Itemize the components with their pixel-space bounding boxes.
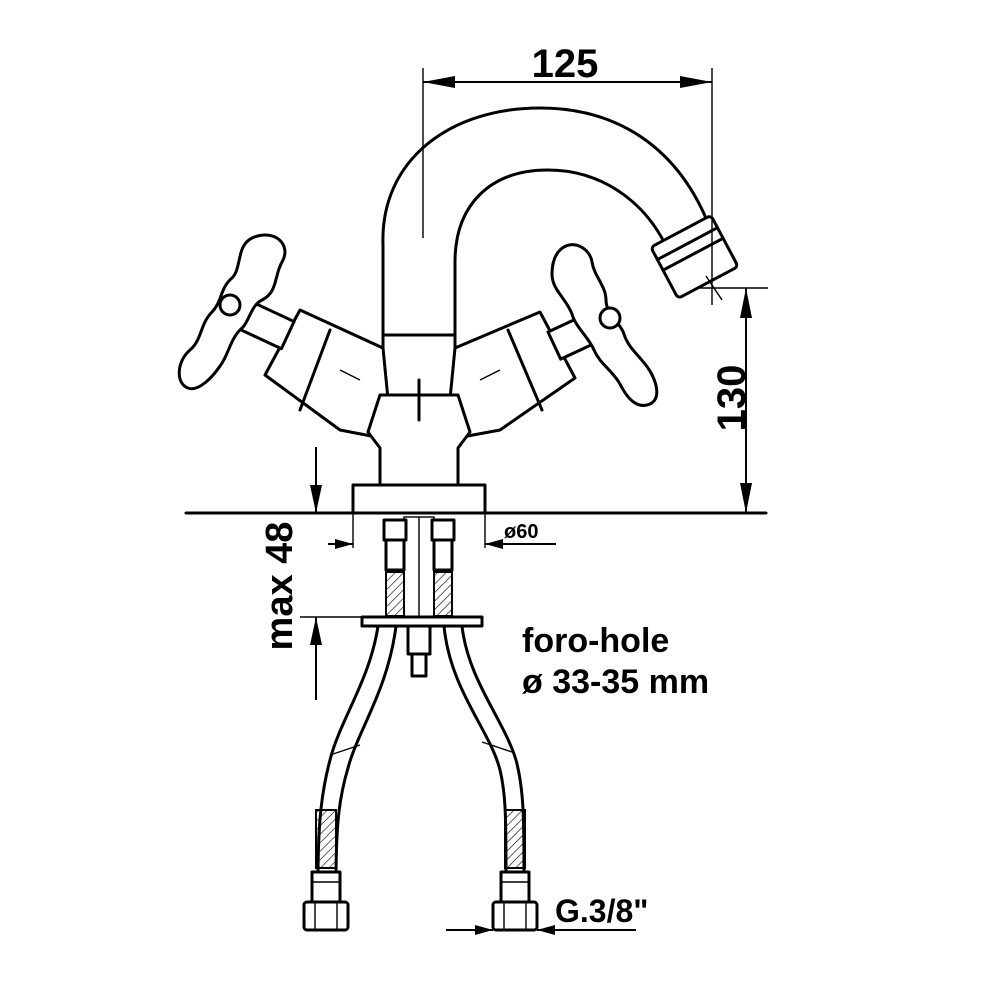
hole-note-line2: ø 33-35 mm [522, 663, 709, 701]
left-handle [177, 233, 296, 391]
dimension-height-label: 130 [710, 365, 754, 432]
hole-note: foro-hole ø 33-35 mm [522, 622, 709, 701]
dimension-connector-label: G.3/8" [555, 893, 648, 929]
dimension-connector: G.3/8" [446, 893, 648, 935]
hole-note-line1: foro-hole [522, 622, 669, 660]
dimension-height: 130 [700, 275, 768, 513]
dimension-depth-label: max 48 [259, 522, 301, 651]
right-connector [491, 870, 539, 932]
dimension-depth: max 48 [259, 447, 362, 700]
spout [381, 106, 739, 337]
faucet-body [263, 308, 577, 515]
dimension-width: 125 [422, 42, 713, 305]
mounting-shank [360, 516, 484, 678]
dimension-base-diameter-label: ø60 [504, 521, 538, 543]
right-handle [546, 243, 659, 407]
flexible-hoses [315, 624, 526, 882]
left-connector [302, 870, 350, 932]
dimension-width-label: 125 [532, 42, 599, 86]
dimension-base-diameter: ø60 [328, 513, 556, 549]
spout-aerator [650, 215, 739, 299]
